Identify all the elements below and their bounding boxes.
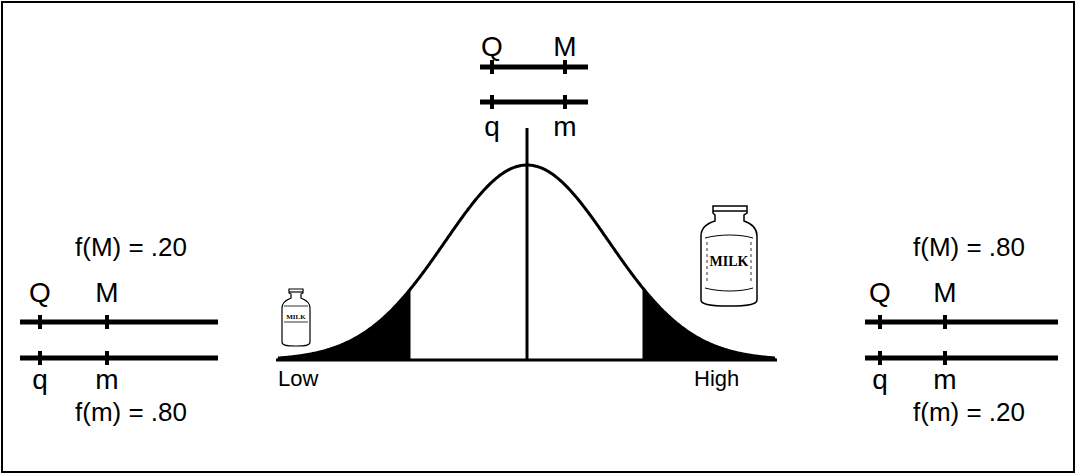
allele-label: Q: [481, 33, 503, 61]
mean-line: [526, 128, 529, 360]
frequency-label: f(M) = .20: [75, 234, 187, 260]
frequency-label: f(m) = .80: [75, 399, 187, 425]
allele-label: Q: [869, 279, 891, 307]
allele-label: m: [95, 366, 118, 394]
frequency-label: f(m) = .20: [913, 399, 1025, 425]
allele-label: M: [933, 279, 956, 307]
frequency-label: f(M) = .80: [913, 234, 1025, 260]
axis-label: Low: [278, 368, 318, 390]
jug-label: MILK: [710, 255, 749, 269]
chromosome-pair: [865, 315, 1058, 365]
shaded-tail: [278, 290, 410, 360]
allele-label: m: [553, 113, 576, 141]
chromosome-pair: [20, 315, 218, 365]
allele-label: q: [872, 366, 888, 394]
normal-curve: [276, 128, 777, 360]
allele-label: m: [933, 366, 956, 394]
chromosome-pair: [480, 60, 588, 109]
allele-label: Q: [29, 279, 51, 307]
axis-label: High: [694, 368, 739, 390]
allele-label: q: [32, 366, 48, 394]
allele-label: q: [484, 113, 500, 141]
allele-label: M: [95, 279, 118, 307]
jug-label: MILK: [286, 314, 305, 321]
allele-label: M: [553, 33, 576, 61]
large-milk-jug: [701, 206, 757, 306]
small-milk-jug: [282, 289, 310, 346]
